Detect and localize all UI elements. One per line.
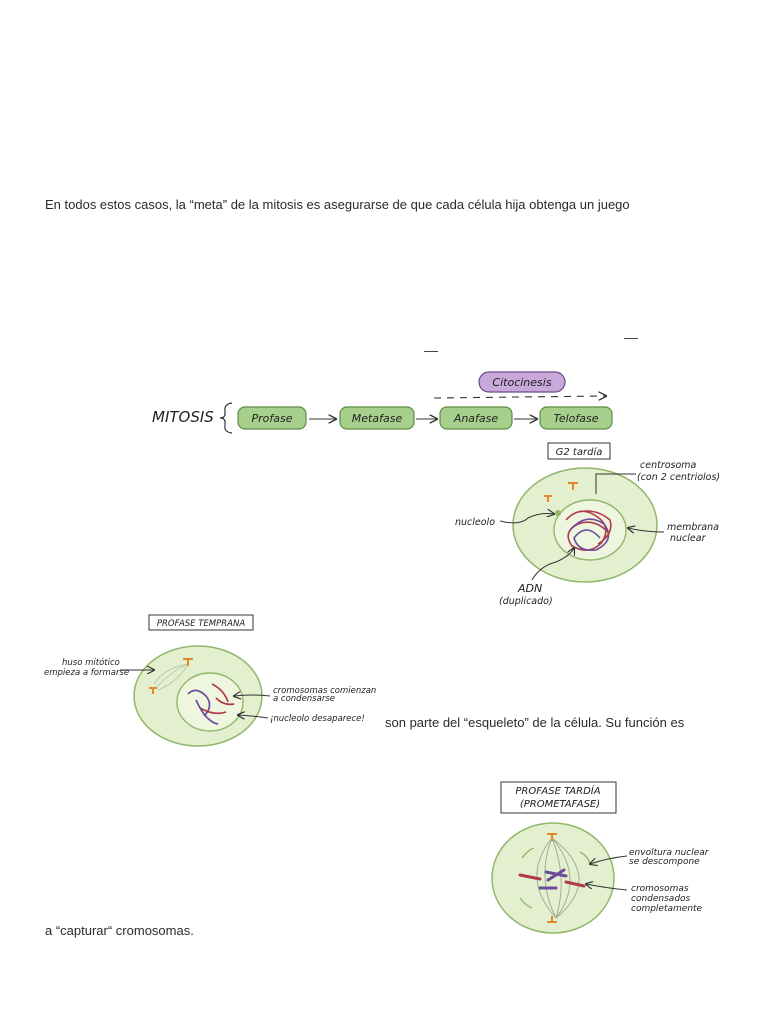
mitosis-label: MITOSIS: [152, 408, 214, 426]
callout-line: [234, 695, 271, 696]
paragraph-capturar: a “capturar“ cromosomas.: [45, 923, 194, 938]
g2-nucleolo-label: nucleolo: [455, 517, 495, 528]
citocinesis-pill: [478, 371, 566, 393]
phase-telofase-box: [539, 406, 613, 430]
centrosome-icon: [547, 833, 557, 923]
callout-line: [595, 473, 636, 494]
g2-nucleolo-dot: [555, 510, 561, 516]
late-chromosomes: [518, 868, 586, 890]
early-chromosomes: [187, 683, 235, 725]
callout-line: [499, 514, 554, 524]
phase-metafase-box: [339, 406, 415, 430]
centrosome-icon: [149, 658, 193, 694]
g2-membrana-sub: nuclear: [670, 533, 707, 544]
late-env-sub: se descompone: [629, 857, 700, 867]
late-crom-sub: condensados: [631, 894, 691, 904]
early-nucleolo-label: ¡nucleolo desaparece!: [270, 714, 365, 724]
g2-membrana-label: membrana: [667, 522, 719, 533]
phase-telofase-label: Telofase: [553, 412, 598, 425]
brace-icon: [219, 402, 233, 434]
g2-adn-label: ADN: [517, 582, 542, 595]
late-title-box: [500, 781, 617, 814]
dash-mark: [424, 351, 438, 352]
early-title-box: [148, 614, 254, 631]
g2-title: G2 tardía: [556, 446, 603, 458]
late-crom-sub2: completamente: [631, 904, 703, 914]
g2-cell-figure: G2 tardía centrosoma (con 2 centriolos) …: [455, 442, 720, 607]
callout-line: [238, 715, 269, 718]
callout-line: [590, 855, 628, 864]
g2-title-box: [547, 442, 611, 460]
phase-anafase-box: [439, 406, 513, 430]
early-huso-sub: empieza a formarse: [44, 668, 129, 678]
late-crom-label: cromosomas: [631, 884, 689, 894]
callout-line: [531, 548, 574, 581]
late-prophase-figure: PROFASE TARDÍA (PROMETAFASE) envoltura n: [491, 781, 710, 934]
g2-centrosoma-sub: (con 2 centriolos): [637, 472, 720, 483]
mitosis-flow-diagram: MITOSIS Citocinesis Profase Metafase Ana…: [152, 371, 613, 434]
g2-adn-sub: (duplicado): [499, 596, 553, 607]
phase-profase-box: [237, 406, 307, 430]
centrosome-icon: [544, 482, 578, 502]
callout-line: [586, 884, 628, 891]
phase-anafase-label: Anafase: [453, 412, 499, 425]
phase-metafase-label: Metafase: [352, 412, 403, 425]
dash-mark: [624, 338, 638, 339]
early-prophase-figure: PROFASE TEMPRANA huso mitótico empieza a…: [44, 614, 376, 747]
g2-dna: [565, 510, 612, 552]
paragraph-meta-mitosis: En todos estos casos, la “meta” de la mi…: [45, 197, 630, 212]
paragraph-esqueleto: son parte del “esqueleto” de la célula. …: [385, 715, 685, 730]
early-spindle: [153, 663, 189, 691]
g2-centrosoma-label: centrosoma: [640, 460, 697, 471]
early-title: PROFASE TEMPRANA: [157, 619, 245, 629]
late-env-label: envoltura nuclear: [629, 848, 710, 858]
early-crom-label: cromosomas comienzan: [273, 686, 376, 696]
late-spindle: [536, 837, 580, 919]
early-crom-sub: a condensarse: [273, 694, 335, 704]
early-huso-label: huso mitótico: [62, 657, 120, 668]
citocinesis-label: Citocinesis: [492, 376, 551, 389]
callout-line: [628, 528, 665, 532]
late-title-sub: (PROMETAFASE): [520, 799, 600, 810]
late-title: PROFASE TARDÍA: [515, 784, 600, 797]
citocinesis-arrow: [433, 396, 606, 398]
phase-profase-label: Profase: [252, 412, 293, 425]
